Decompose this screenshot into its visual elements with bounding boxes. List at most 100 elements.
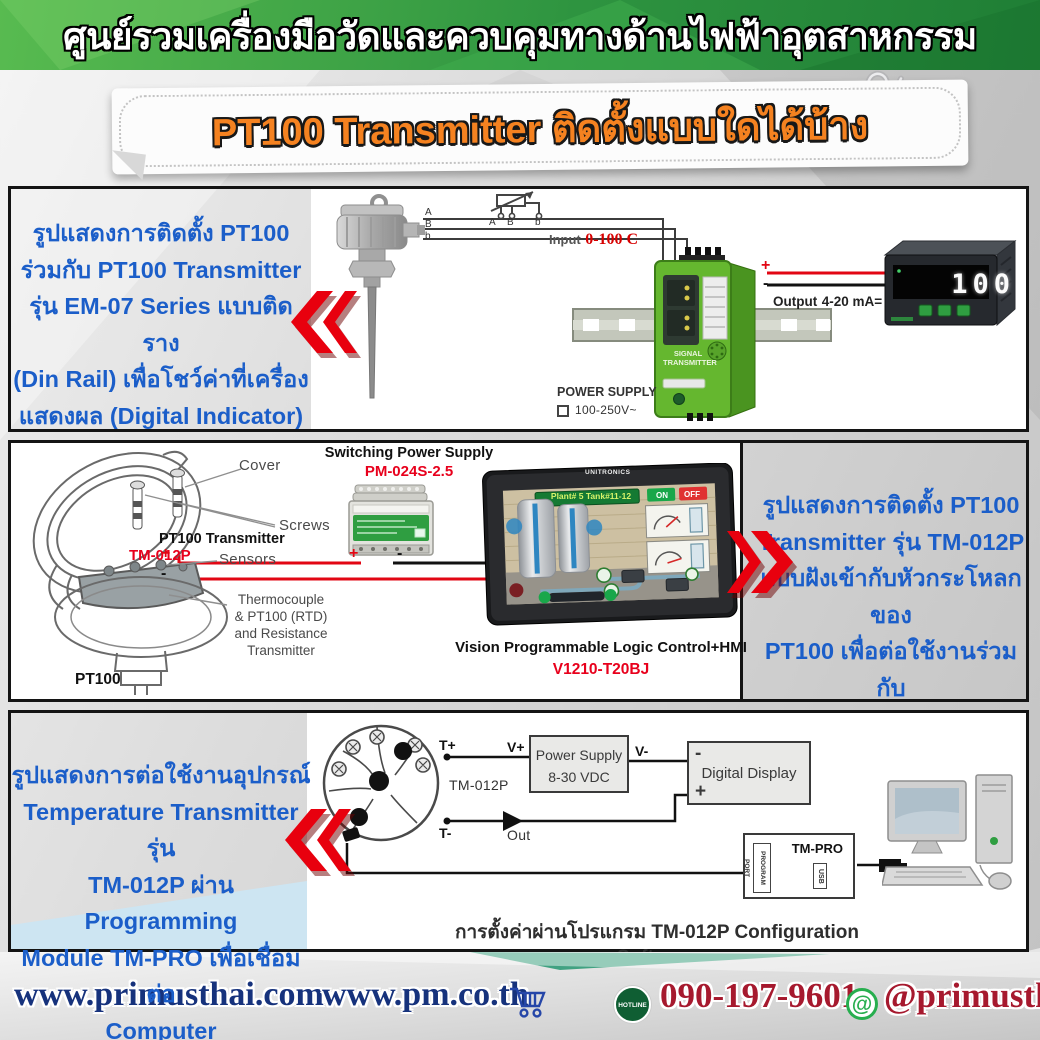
device-label-line2: TRANSMITTER xyxy=(663,358,717,367)
output-label: Output xyxy=(773,294,818,309)
indicator-reading: 100 xyxy=(951,269,1015,300)
cart-icon xyxy=(510,987,546,1018)
phone-number: 090-197-9601 xyxy=(660,976,859,1015)
ribbon-title: PT100 Transmitter ติดตั้งแบบใดได้บ้าง xyxy=(211,105,869,155)
panel3-caption: รูปแสดงการต่อใช้งานอุปกรณ์ Temperature T… xyxy=(11,757,311,1040)
caption-line: แบบฝังเข้ากับหัวกระโหลกของ xyxy=(760,565,1022,628)
input-label: Input xyxy=(549,232,581,247)
panel1-diagram-area: A B b A B b Input 0-100 C xyxy=(311,189,1026,429)
rtd-terminal-a: A xyxy=(489,217,496,228)
footer-bar: www.primusthai.com www.pm.co.th HOTLINE … xyxy=(0,952,1040,1040)
rtd-symbol xyxy=(490,191,543,220)
panel3-wiring xyxy=(345,753,907,875)
input-range: 0-100 C xyxy=(585,231,639,248)
panel2-caption: รูปแสดงการติดตั้ง PT100 Transmitter รุ่น… xyxy=(753,487,1029,743)
title-ribbon: PT100 Transmitter ติดตั้งแบบใดได้บ้าง xyxy=(108,79,969,181)
line-id: @primusthai xyxy=(884,976,1040,1015)
thermo-line: & PT100 (RTD) xyxy=(234,609,328,624)
pt100-probe xyxy=(336,194,425,399)
thermo-line: Thermocouple xyxy=(237,592,325,607)
probe-wire-b: B xyxy=(425,219,432,230)
tm012p-puck-top-view xyxy=(322,724,440,842)
label-sensors: Sensors xyxy=(219,551,277,568)
sensor-plus: + xyxy=(161,545,171,562)
signal-transmitter-device xyxy=(654,247,756,421)
panel1-caption: รูปแสดงการติดตั้ง PT100 ร่วมกับ PT100 Tr… xyxy=(13,215,309,434)
caption-line: รูปแสดงการติดตั้ง PT100 xyxy=(762,492,1020,518)
device-label-line1: SIGNAL xyxy=(673,349,703,358)
hmi-model: V1210-T20BJ xyxy=(552,661,650,678)
label-v-minus: V- xyxy=(635,743,649,759)
caption-line: TM-012P ผ่าน Programming xyxy=(84,871,238,935)
label-v-plus: V+ xyxy=(507,739,525,755)
label-screws: Screws xyxy=(279,517,330,534)
rtd-terminal-b: B xyxy=(507,217,514,228)
label-t-plus: T+ xyxy=(439,737,456,753)
input-annotation: Input 0-100 C xyxy=(549,231,638,249)
thermo-line: and Resistance xyxy=(234,626,328,641)
power-supply-range: 100-250V~ xyxy=(575,403,637,417)
display-minus: - xyxy=(695,743,702,764)
panel3-diagram-area: T+ T- TM-012P Out V+ V- Power Supply 8-3… xyxy=(307,713,1026,968)
page-title: ศูนย์รวมเครื่องมือวัดและควบคุมทางด้านไฟฟ… xyxy=(63,16,977,57)
psu-module xyxy=(348,484,434,556)
pt100-exploded-view xyxy=(32,450,276,695)
sensor-minus: - xyxy=(161,565,167,582)
rtd-terminal-b2: b xyxy=(535,217,541,228)
line-at-icon: @ xyxy=(846,988,878,1020)
display-label: Digital Display xyxy=(701,765,797,782)
website-primusthai: www.primusthai.com xyxy=(14,976,324,1013)
psu-line1: Power Supply xyxy=(535,747,623,763)
power-supply-box: Power Supply 8-30 VDC xyxy=(529,735,629,793)
footer-decoration xyxy=(0,952,1040,978)
panel-head-mount-installation: Cover Screws PT100 Transmitter TM-012P S… xyxy=(8,440,1029,737)
website-pm: www.pm.co.th xyxy=(322,976,529,1013)
psu-minus: - xyxy=(397,545,403,562)
psu-title: Switching Power Supply xyxy=(324,445,494,461)
power-supply-checkbox xyxy=(557,405,569,417)
hmi-brand: UNITRONICS xyxy=(585,469,631,476)
panel-programming-module: รูปแสดงการต่อใช้งานอุปกรณ์ Temperature T… xyxy=(8,710,1029,1040)
panel-din-rail-installation: รูปแสดงการติดตั้ง PT100 ร่วมกับ PT100 Tr… xyxy=(8,186,1029,432)
psu-model: PM-024S-2.5 xyxy=(364,463,454,480)
caption-line: ร่วมกับ PT100 Transmitter xyxy=(20,256,302,283)
hmi-off-button: OFF xyxy=(684,490,700,499)
caption-line: รูปแสดงการต่อใช้งานอุปกรณ์ xyxy=(11,762,311,788)
output-minus: - xyxy=(763,275,769,292)
probe-wire-a: A xyxy=(425,207,432,218)
device-face-label: SIGNAL TRANSMITTER xyxy=(663,349,717,367)
psu-plus: + xyxy=(349,545,359,562)
hmi-device xyxy=(482,463,738,626)
usb-port-label: USB xyxy=(813,863,827,889)
chevron-left-icon xyxy=(285,809,351,871)
caption-line: Transmitter รุ่น TM-012P xyxy=(757,528,1025,555)
header-banner: ศูนย์รวมเครื่องมือวัดและควบคุมทางด้านไฟฟ… xyxy=(0,0,1040,70)
hotline-badge: HOTLINE xyxy=(614,986,651,1023)
program-port-label: PROGRAM PORT xyxy=(743,843,771,893)
header-facets xyxy=(0,0,1040,70)
output-plus: + xyxy=(761,257,771,274)
label-tm012p: TM-012P xyxy=(449,777,509,793)
caption-line: PT100 เพื่อต่อใช้งานร่วมกับ xyxy=(764,638,1018,701)
label-t-minus: T- xyxy=(439,825,452,841)
label-cover: Cover xyxy=(239,457,281,474)
label-pt100-transmitter: PT100 Transmitter xyxy=(159,531,285,547)
hmi-on-button: ON xyxy=(656,491,668,500)
caption-line: (Din Rail) เพื่อโชว์ค่าที่เครื่อง xyxy=(13,366,309,392)
hmi-caption: Vision Programmable Logic Control+HMI xyxy=(455,639,747,656)
psu-line2: 8-30 VDC xyxy=(548,769,610,785)
chevron-right-icon xyxy=(727,531,793,593)
label-out: Out xyxy=(507,827,531,843)
label-tm012p: TM-012P xyxy=(129,547,191,564)
caption-line: รูปแสดงการติดตั้ง PT100 xyxy=(32,220,290,246)
caption-line: Module TM-PRO เพื่อเชื่อมต่อ xyxy=(21,944,301,1008)
digital-display-box: - Digital Display + xyxy=(687,741,811,805)
thermo-line: Transmitter xyxy=(247,643,315,658)
hmi-screen-title: Plant# 5 Tank#11-12 xyxy=(550,491,632,501)
blue-wedge-decoration xyxy=(11,881,307,949)
computer-illustration xyxy=(882,774,1013,890)
caption-line: รุ่น EM-07 Series แบบติดราง xyxy=(29,293,293,356)
label-pt100: PT100 xyxy=(75,671,121,688)
chevron-left-icon xyxy=(291,291,357,353)
power-supply-label: POWER SUPPLY xyxy=(557,385,657,399)
